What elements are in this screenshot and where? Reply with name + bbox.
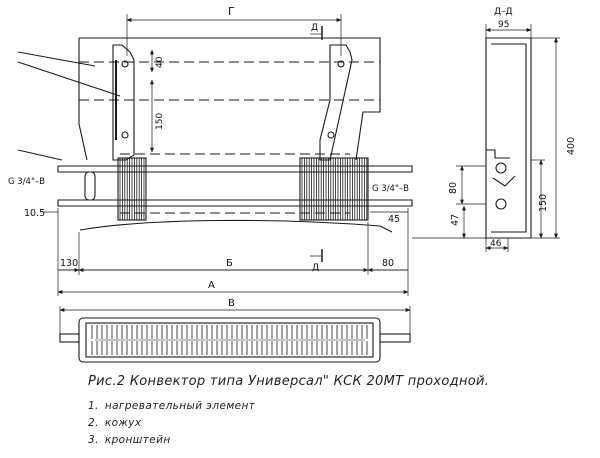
thread-right: G 3/4"–B: [372, 184, 409, 194]
dim-45: 45: [388, 214, 400, 225]
dim-10-5: 10.5: [24, 208, 45, 219]
dim-b-label: Б: [226, 258, 233, 269]
caption-item-number: 1.: [88, 400, 99, 412]
dim-a-label: А: [208, 280, 215, 291]
dim-80-side: 80: [448, 182, 459, 194]
side-section-outline: [485, 37, 532, 239]
caption-item-text: нагревательный элемент: [104, 400, 256, 412]
figure-caption: Рис.2 Конвектор типа Универсал" КСК 20МТ…: [88, 374, 490, 389]
heating-pipe-bottom: [57, 199, 413, 207]
section-mark-top: Д: [311, 23, 318, 33]
dim-130: 130: [60, 258, 78, 269]
fin-pack-right: [299, 157, 369, 221]
caption-item-text: кожух: [104, 417, 142, 429]
heating-pipe-top: [57, 165, 413, 173]
left-bracket: [112, 44, 135, 161]
section-title: Д–Д: [494, 7, 513, 17]
section-mark-bottom: Д: [312, 263, 319, 273]
dim-80-bottom: 80: [382, 258, 394, 269]
caption-item-bracket: 3. кронштейн: [88, 434, 171, 446]
caption-item-number: 3.: [88, 434, 99, 446]
right-bracket: [319, 44, 353, 161]
dim-150-side: 150: [538, 194, 549, 212]
casing-bottom-curve: [79, 219, 393, 233]
casing-outline: [78, 37, 381, 161]
dim-g-label: Г: [228, 5, 235, 18]
dim-150-left: 150: [155, 113, 165, 130]
dim-v-label: В: [228, 298, 235, 309]
dim-46: 46: [490, 239, 502, 249]
caption-item-text: кронштейн: [104, 434, 171, 446]
caption-item-casing: 2. кожух: [88, 417, 141, 429]
dim-40-top: 40: [155, 56, 165, 68]
dim-400: 400: [566, 137, 577, 155]
thread-left: G 3/4"–B: [8, 177, 45, 187]
plan-view: [59, 317, 411, 363]
dim-95: 95: [498, 20, 509, 30]
caption-item-heating-element: 1. нагревательный элемент: [88, 400, 255, 412]
caption-item-number: 2.: [88, 417, 99, 429]
dim-47: 47: [450, 214, 461, 226]
